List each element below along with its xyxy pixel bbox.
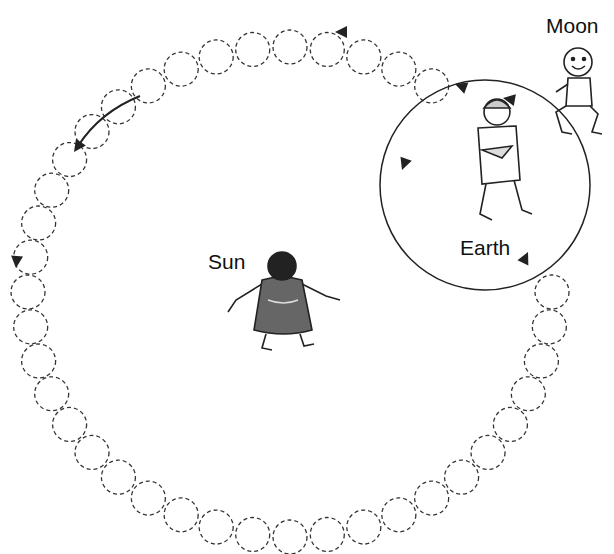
moon-figure bbox=[556, 48, 602, 134]
path-loop bbox=[35, 173, 69, 207]
path-loop bbox=[524, 344, 558, 378]
direction-arrow-shaft bbox=[78, 96, 140, 146]
path-loop bbox=[199, 40, 233, 74]
path-loop bbox=[236, 32, 270, 66]
path-loop bbox=[382, 498, 416, 532]
path-loop bbox=[382, 52, 416, 86]
arrow-head bbox=[335, 26, 347, 38]
earth-figure bbox=[478, 99, 532, 220]
body-label: Moon bbox=[544, 14, 601, 37]
path-loop bbox=[164, 52, 198, 86]
arrow-head bbox=[10, 256, 23, 269]
path-loop bbox=[35, 377, 69, 411]
body-label: Sun bbox=[206, 250, 247, 273]
path-loop bbox=[445, 460, 479, 494]
path-loop bbox=[101, 460, 135, 494]
path-loop bbox=[53, 407, 87, 441]
path-loop bbox=[273, 520, 307, 554]
path-loop bbox=[415, 69, 449, 103]
path-loop bbox=[22, 344, 56, 378]
arrow-head bbox=[517, 249, 533, 265]
path-loop bbox=[415, 481, 449, 515]
direction-arrows bbox=[10, 26, 533, 269]
path-loop bbox=[511, 377, 545, 411]
path-loop bbox=[310, 518, 344, 552]
path-loop bbox=[131, 481, 165, 515]
path-loop bbox=[22, 206, 56, 240]
path-loop bbox=[199, 510, 233, 544]
path-loop bbox=[347, 510, 381, 544]
path-loop bbox=[347, 40, 381, 74]
path-loop bbox=[14, 310, 48, 344]
path-loop bbox=[164, 498, 198, 532]
path-loop bbox=[535, 275, 569, 309]
arrow-head bbox=[396, 157, 411, 172]
moon-path-loops bbox=[11, 30, 569, 554]
arrow-head bbox=[453, 78, 468, 93]
path-loop bbox=[236, 518, 270, 552]
path-loop bbox=[493, 407, 527, 441]
path-loop bbox=[273, 30, 307, 64]
path-loop bbox=[471, 435, 505, 469]
arrow-head bbox=[69, 139, 86, 156]
path-loop bbox=[75, 435, 109, 469]
path-loop bbox=[310, 32, 344, 66]
earth-moon-circle bbox=[380, 80, 590, 290]
path-loop bbox=[11, 275, 45, 309]
body-label: Earth bbox=[458, 236, 512, 259]
path-loop bbox=[532, 310, 566, 344]
